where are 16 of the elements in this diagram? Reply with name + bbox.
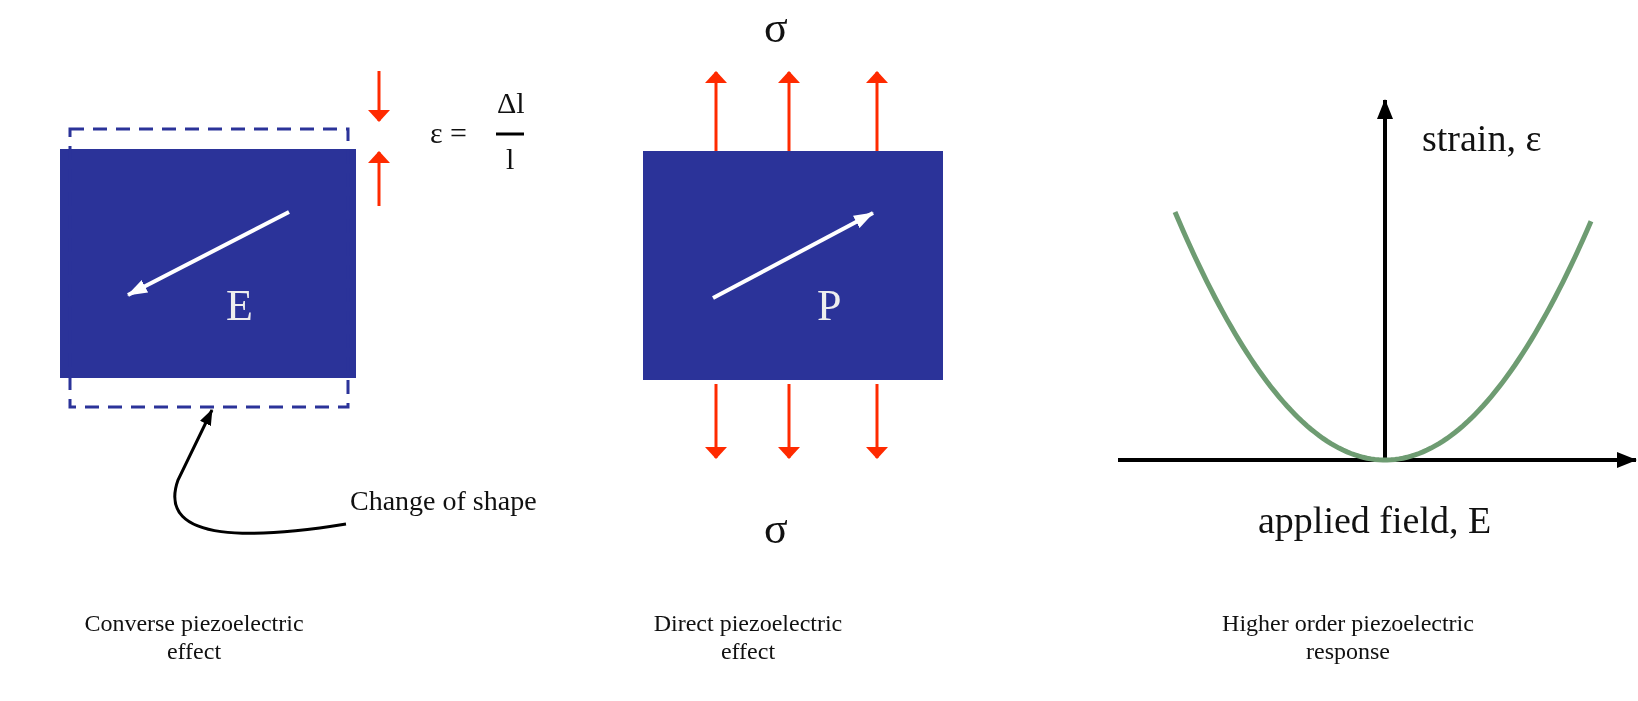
leader-line: [173, 409, 347, 535]
axis-label: applied field, E: [1258, 500, 1492, 542]
field-symbol: E: [226, 284, 253, 328]
annotation-text: Change of shape: [350, 486, 540, 556]
field-symbol: P: [817, 284, 842, 328]
caption-text: Converse piezoelectric effect: [83, 610, 305, 666]
stress-symbol: σ: [764, 4, 788, 53]
formula-text: ε =: [430, 116, 468, 149]
caption-text: Higher order piezoelectric response: [1221, 610, 1475, 666]
stress-symbol: σ: [764, 505, 788, 554]
formula-text: Δl: [497, 86, 525, 119]
crystal-block: [643, 151, 943, 380]
axis-label: strain, ε: [1422, 118, 1542, 160]
formula-text: l: [506, 142, 515, 175]
caption-text: Direct piezoelectric effect: [652, 610, 844, 666]
crystal-block: [60, 149, 356, 378]
